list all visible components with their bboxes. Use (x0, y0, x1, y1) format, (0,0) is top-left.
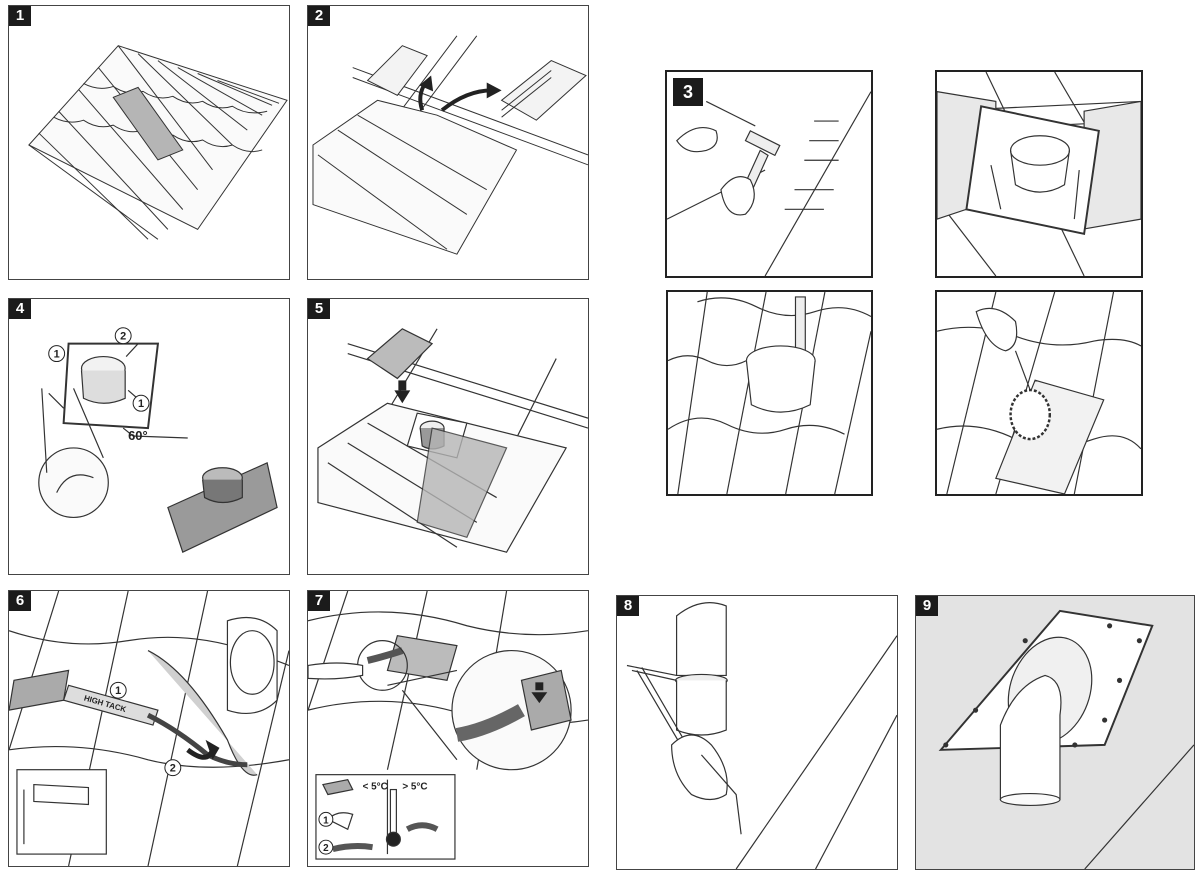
callout-2: 2 (120, 331, 126, 343)
step-5-panel: 5 (307, 298, 589, 575)
callout-1: 1 (54, 349, 60, 361)
tighten-clamp-illustration (626, 602, 897, 869)
pipe-on-tiles-illustration (668, 292, 871, 494)
angle-label: 60° (128, 428, 148, 443)
step-3d-panel (935, 290, 1143, 496)
roof-tiles-illustration (28, 45, 288, 240)
step-3b-panel (935, 70, 1143, 278)
step-number-badge: 8 (617, 596, 639, 616)
step-number-badge: 6 (9, 591, 31, 611)
step-number-badge: 2 (308, 6, 330, 26)
arrow-right-icon (440, 88, 492, 112)
step-number-badge: 4 (9, 299, 31, 319)
step-number-badge: 9 (916, 596, 938, 616)
step-7-panel: 7 < 5°C > 5°C (307, 590, 589, 867)
step-6-panel: 6 HIGH TACK 1 2 (8, 590, 290, 867)
callout-2: 2 (170, 763, 176, 775)
step-3a-panel: 3 (665, 70, 873, 278)
step-number-badge: 1 (9, 6, 31, 26)
step-8-panel: 8 (616, 595, 898, 870)
step-2-panel: 2 (307, 5, 589, 280)
callout-3: 1 (138, 398, 144, 410)
hammer-nail-illustration (667, 91, 871, 276)
sealant-application-illustration: HIGH TACK 1 2 (9, 591, 289, 866)
callout-1: 1 (323, 815, 329, 826)
callout-1: 1 (115, 685, 121, 697)
press-down-arrow-icon (535, 682, 544, 691)
remove-tiles-illustration (312, 35, 588, 255)
sealing-flashing-illustration: 1 2 1 60° (38, 327, 278, 553)
temp-high-label: > 5°C (402, 782, 427, 793)
cut-hole-illustration (937, 292, 1141, 494)
arrow-down-icon (398, 380, 407, 391)
step-number-badge: 5 (308, 299, 330, 319)
step-4-panel: 4 1 2 1 60° (8, 298, 290, 575)
step-number-badge: 7 (308, 591, 330, 611)
step-number-badge: 3 (673, 78, 703, 106)
callout-circles: 1 2 1 (48, 327, 150, 412)
temp-low-label: < 5°C (363, 782, 388, 793)
replace-tiles-illustration (317, 328, 588, 553)
step-1-panel: 1 (8, 5, 290, 280)
flashing-on-roof-illustration (937, 72, 1141, 276)
press-sealant-illustration: < 5°C > 5°C 1 2 (308, 591, 588, 860)
step-9-panel: 9 (915, 595, 1195, 870)
step-3c-panel (666, 290, 873, 496)
callout-2: 2 (323, 843, 329, 854)
finished-installation-illustration (938, 609, 1194, 869)
